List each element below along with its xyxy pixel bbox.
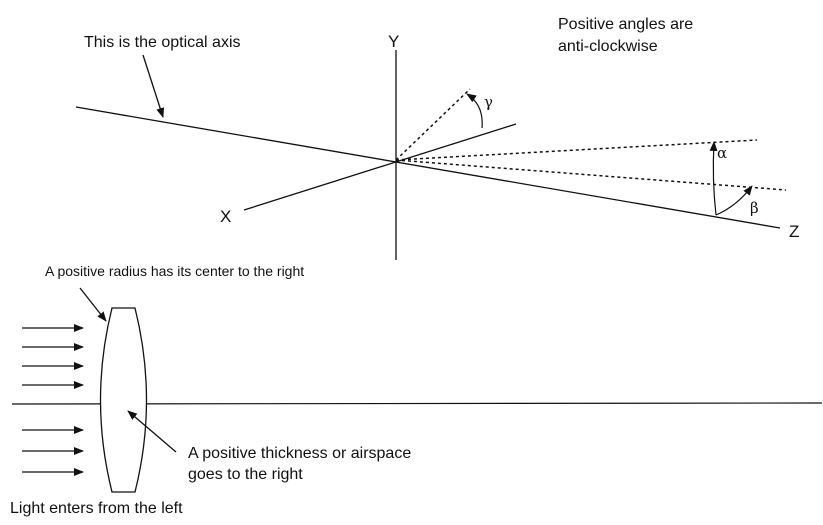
positive-thickness-label-line1: A positive thickness or airspace — [188, 445, 411, 462]
positive-angles-label-line1: Positive angles are — [558, 16, 693, 33]
beta-label: β — [750, 199, 759, 217]
gamma-arc — [466, 93, 483, 129]
dashed-ray-beta — [395, 159, 787, 191]
positive-angles-label-line2: anti-clockwise — [558, 38, 658, 55]
x-axis-line — [243, 123, 517, 211]
biconvex-lens — [99, 307, 148, 493]
alpha-arc — [709, 141, 718, 216]
optical-axis-pointer-arrow — [142, 54, 165, 118]
light-enters-label: Light enters from the left — [10, 500, 183, 517]
gamma-label: γ — [484, 93, 493, 111]
optical-axis-label: This is the optical axis — [84, 34, 241, 51]
z-axis-label: Z — [789, 222, 799, 241]
positive-thickness-pointer-arrow — [127, 410, 177, 453]
beta-arc — [715, 185, 753, 216]
alpha-label: α — [717, 144, 727, 162]
x-axis-label: X — [220, 207, 231, 226]
y-axis-label: Y — [388, 32, 399, 51]
incoming-light-rays — [22, 324, 84, 476]
dashed-ray-alpha — [395, 139, 758, 161]
positive-radius-label: A positive radius has its center to the … — [45, 263, 304, 279]
positive-radius-pointer-arrow — [79, 287, 107, 322]
positive-thickness-label-line2: goes to the right — [188, 466, 303, 483]
z-optical-axis-line — [75, 106, 781, 229]
dashed-ray-gamma — [395, 88, 471, 161]
